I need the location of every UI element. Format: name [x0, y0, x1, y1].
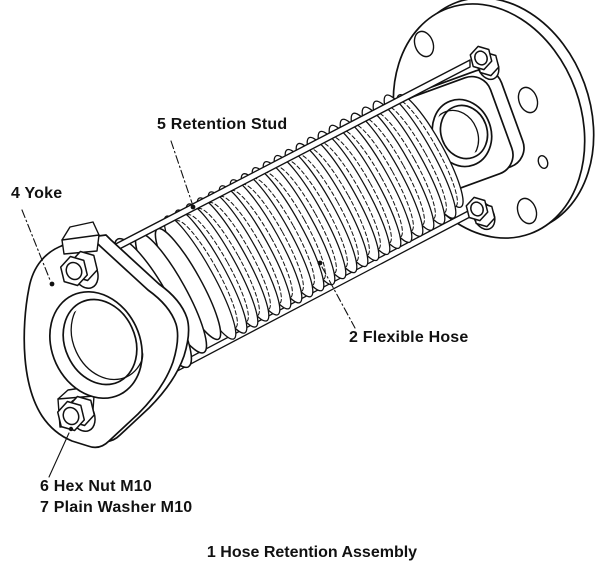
leader-lines — [21, 140, 356, 478]
callout-plain-washer: 7 Plain Washer M10 — [40, 499, 193, 516]
yoke-plate — [23, 221, 190, 449]
callout-hex-nut: 6 Hex Nut M10 — [40, 478, 152, 495]
leader-retention-stud — [170, 140, 193, 204]
leader-flexible-hose — [321, 266, 356, 329]
hex-nut-flange-bottom — [465, 196, 496, 231]
assembly-caption: 1 Hose Retention Assembly — [206, 544, 418, 561]
fasteners — [56, 45, 500, 432]
callout-yoke: 4 Yoke — [11, 185, 63, 202]
flange-bolt-holes — [413, 30, 549, 225]
callout-flexible-hose: 2 Flexible Hose — [349, 329, 469, 346]
dot-yoke — [49, 281, 55, 287]
leader-yoke — [21, 209, 51, 281]
yoke-top-lug — [61, 221, 100, 255]
leader-dots — [49, 204, 323, 432]
hex-nut-yoke-bottom — [56, 395, 96, 432]
callout-retention-stud: 5 Retention Stud — [157, 116, 288, 133]
bore-inner — [439, 104, 489, 160]
hex-nut-flange-top — [469, 45, 500, 81]
dot-hex-nut — [68, 426, 74, 432]
hex-nut-yoke-top — [59, 250, 99, 289]
dot-retention-stud — [190, 204, 196, 210]
yoke-bore-inner — [62, 298, 138, 386]
dot-flexible-hose — [317, 260, 323, 266]
leader-hex-nut — [48, 432, 70, 478]
